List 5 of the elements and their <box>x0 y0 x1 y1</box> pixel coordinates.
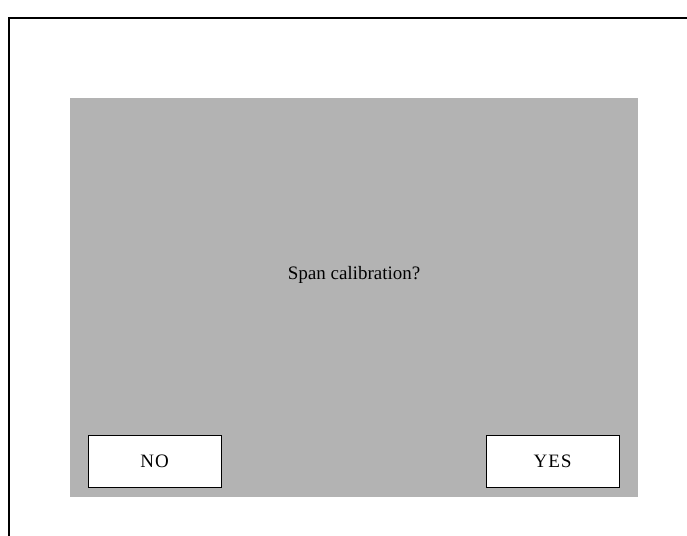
yes-button: YES <box>486 435 620 488</box>
screen-frame <box>8 17 687 536</box>
no-button: NO <box>88 435 222 488</box>
dialog-prompt: Span calibration? <box>288 263 420 285</box>
dialog-panel <box>70 98 638 497</box>
